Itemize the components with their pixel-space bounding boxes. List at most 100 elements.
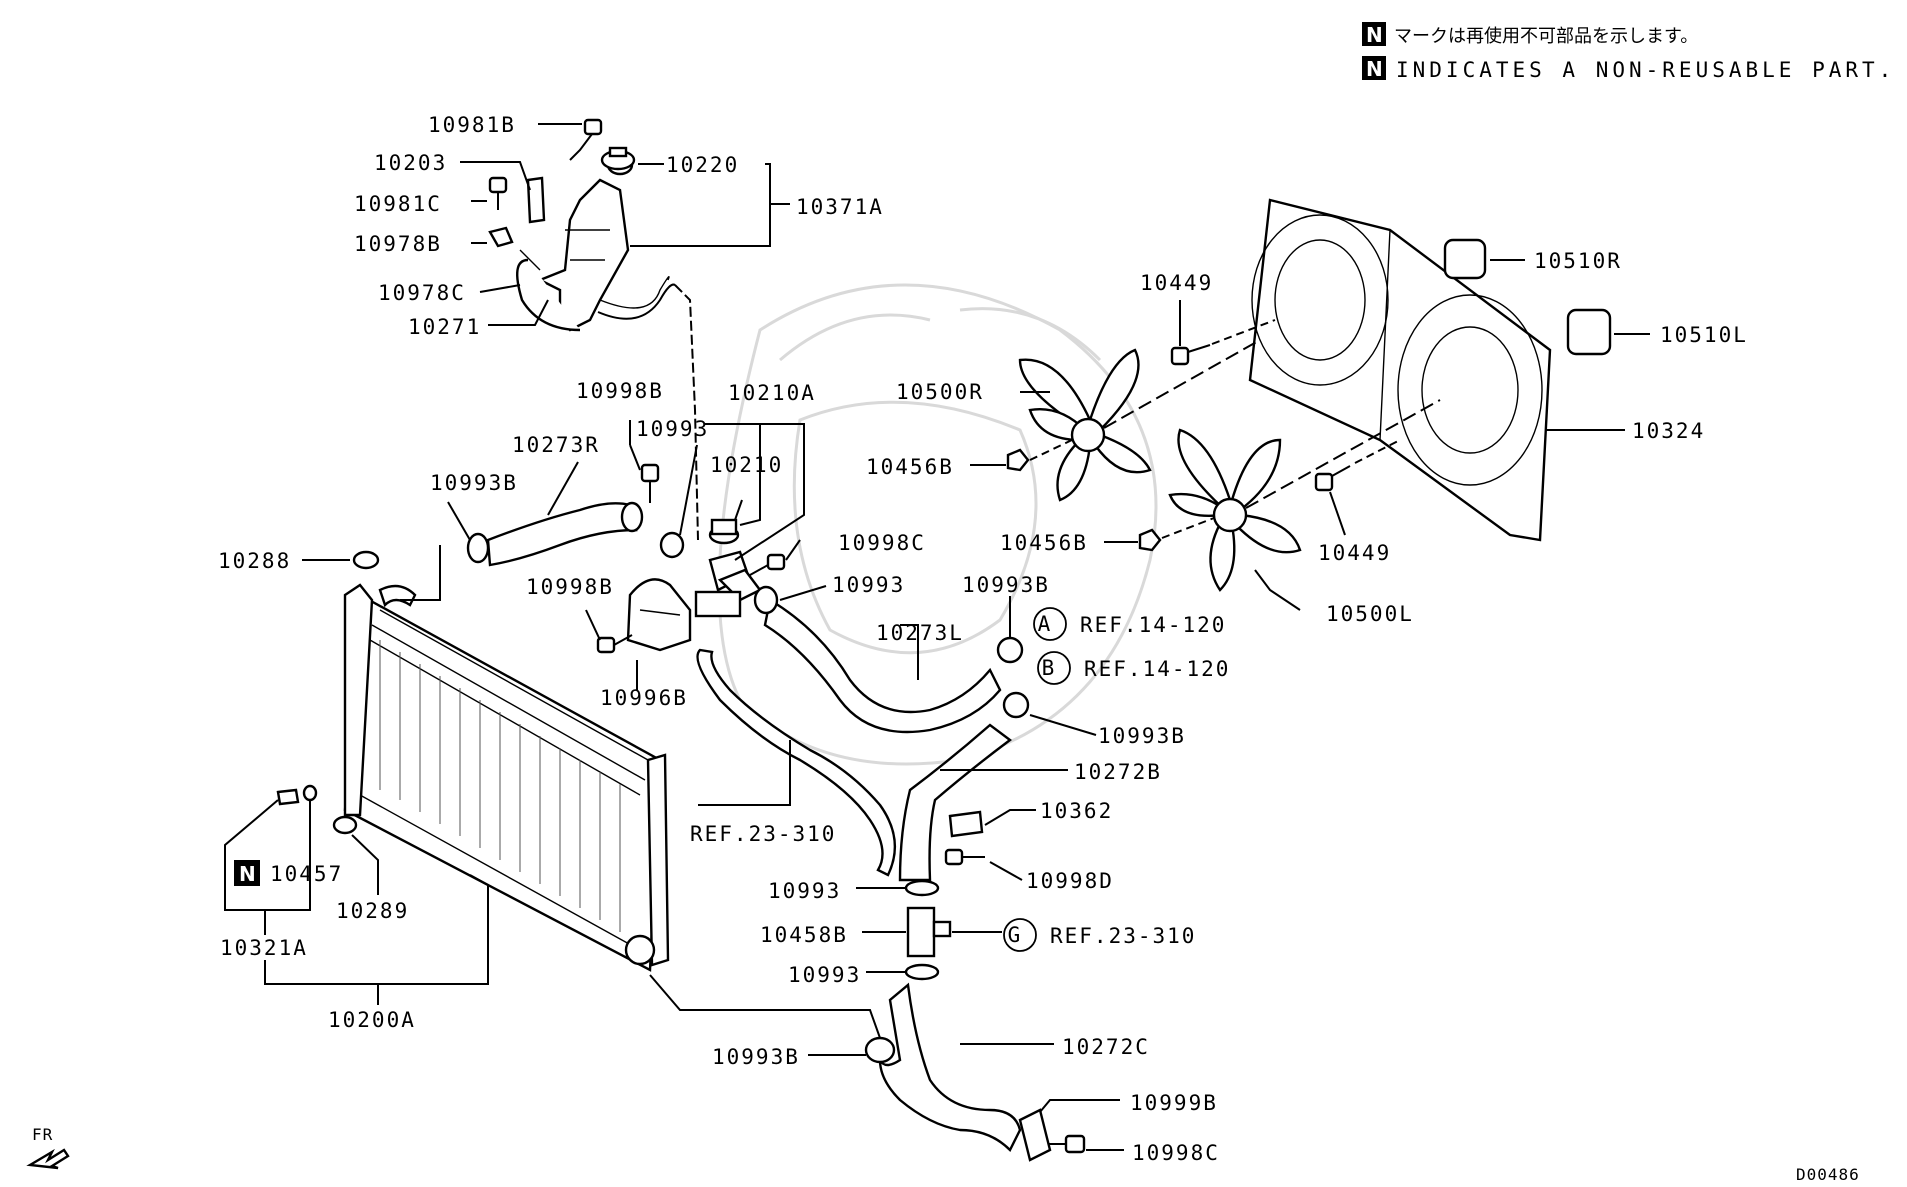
clamp-10993B-upper: [466, 532, 490, 564]
bolt-10449-lower: [1314, 465, 1351, 492]
part-label: 10993B: [962, 573, 1050, 597]
part-label: 10288: [218, 549, 291, 573]
legend-badge-text: N: [1366, 57, 1383, 81]
bracket-10996B: [626, 578, 692, 652]
part-label: 10456B: [1000, 531, 1088, 555]
part-label: 10500R: [896, 380, 984, 404]
part-label: 10273L: [876, 621, 964, 645]
clamp-10993-10273L: [753, 585, 779, 615]
front-label: FR: [32, 1125, 53, 1144]
bracket-10999B: [1018, 1108, 1052, 1162]
part-label: 10362: [1040, 799, 1113, 823]
fan-blade-10500R: [1018, 348, 1152, 502]
bolt-10998B-lower: [596, 634, 633, 654]
fan-motor-10510R: [1443, 238, 1525, 280]
hose-10272C: [878, 982, 1022, 1153]
part-label: 10981C: [354, 192, 442, 216]
part-label: 10449: [1318, 541, 1391, 565]
watermark-logo: [717, 283, 1158, 766]
clip-10978B: [488, 226, 514, 248]
bracket-10203: [526, 176, 546, 224]
part-label: 10978C: [378, 281, 466, 305]
drain-plug-10457: [276, 784, 318, 806]
part-label: 10993B: [430, 471, 518, 495]
bolt-10998B-upper: [640, 463, 660, 503]
fan-motor-10510L: [1566, 308, 1650, 356]
part-label: 10272B: [1074, 760, 1162, 784]
clip-10362: [948, 810, 984, 838]
hose-10273L: [763, 598, 1002, 734]
part-label: 10210: [710, 453, 783, 477]
part-label: 10993: [636, 417, 709, 441]
part-label: 10500L: [1326, 602, 1414, 626]
legend-badge-text: N: [1366, 23, 1383, 47]
part-label: 10999B: [1130, 1091, 1218, 1115]
part-label: 10449: [1140, 271, 1213, 295]
part-label: 10289: [336, 899, 409, 923]
part-label: 10272C: [1062, 1035, 1150, 1059]
clamp-10993B-lower: [864, 1036, 896, 1064]
badge-text: N: [239, 862, 256, 886]
part-label: 10210A: [728, 381, 816, 405]
non-reusable-badge: [234, 860, 260, 886]
part-label: 10458B: [760, 923, 848, 947]
hose-10272B: [898, 723, 1012, 882]
fan-shroud-10324: [1248, 198, 1552, 542]
nut-10456B-upper: [1006, 448, 1030, 472]
ref-circle-G: [1003, 918, 1037, 952]
part-label: 10993: [768, 879, 841, 903]
ref-label: REF.14-120: [1080, 613, 1226, 637]
legend-jp-text: マークは再使用不可部品を示します。: [1394, 26, 1698, 47]
bolt-10998D: [944, 848, 985, 866]
bolt-10981B: [569, 118, 603, 161]
clamp-10993B-10272B: [1002, 691, 1030, 719]
bolt-10998C-lower: [1048, 1134, 1086, 1154]
part-label: 10998C: [1132, 1141, 1220, 1165]
part-label: 10457: [270, 862, 343, 886]
diagram-code: D00486: [1796, 1165, 1860, 1184]
bolt-10998C-upper: [749, 553, 786, 576]
part-label: 10510R: [1534, 249, 1622, 273]
cap-10288: [352, 550, 380, 570]
hose-10273R: [486, 501, 644, 567]
part-label: 10220: [666, 153, 739, 177]
bolt-10981C: [488, 176, 508, 210]
part-label: 10321A: [220, 936, 308, 960]
cap-10210: [708, 518, 740, 545]
part-label: 10510L: [1660, 323, 1748, 347]
ref-label: REF.23-310: [1050, 924, 1196, 948]
part-label: 10998B: [576, 379, 664, 403]
cap-10220: [600, 146, 636, 171]
part-label: 10993: [788, 963, 861, 987]
t-fitting-10458B: [906, 906, 952, 958]
part-label: 10271: [408, 315, 481, 339]
part-label: 10200A: [328, 1008, 416, 1032]
radiator-10200A: [343, 583, 670, 972]
clamp-10993B-10273L: [996, 636, 1024, 664]
grommet-10289: [332, 815, 358, 835]
part-label: 10978B: [354, 232, 442, 256]
front-arrow-icon: [26, 1148, 70, 1170]
non-reusable-badge: [1362, 22, 1386, 46]
legend: N マークは再使用不可部品を示します。 N INDICATES A NON-RE…: [1362, 22, 1895, 82]
ref-label: REF.23-310: [690, 822, 836, 846]
fan-blade-10500L: [1168, 428, 1302, 592]
part-label: 10273R: [512, 433, 600, 457]
part-label: 10998C: [838, 531, 926, 555]
part-label: 10996B: [600, 686, 688, 710]
ref-circle-B: [1037, 651, 1071, 685]
part-label: 10993B: [1098, 724, 1186, 748]
clamp-10993-filler: [659, 531, 685, 559]
filler-neck: [694, 550, 762, 618]
part-label: 10371A: [796, 195, 884, 219]
legend-en-text: INDICATES A NON-REUSABLE PART.: [1396, 58, 1895, 82]
non-reusable-badge: [1362, 56, 1386, 80]
hose-ref-23-310: [696, 648, 897, 877]
part-label: 10456B: [866, 455, 954, 479]
part-label: 10324: [1632, 419, 1705, 443]
clamp-10993-t-lower: [904, 963, 940, 981]
ref-label: REF.14-120: [1084, 657, 1230, 681]
nut-10456B-lower: [1138, 528, 1162, 552]
clamp-10993-t-upper: [904, 879, 940, 897]
